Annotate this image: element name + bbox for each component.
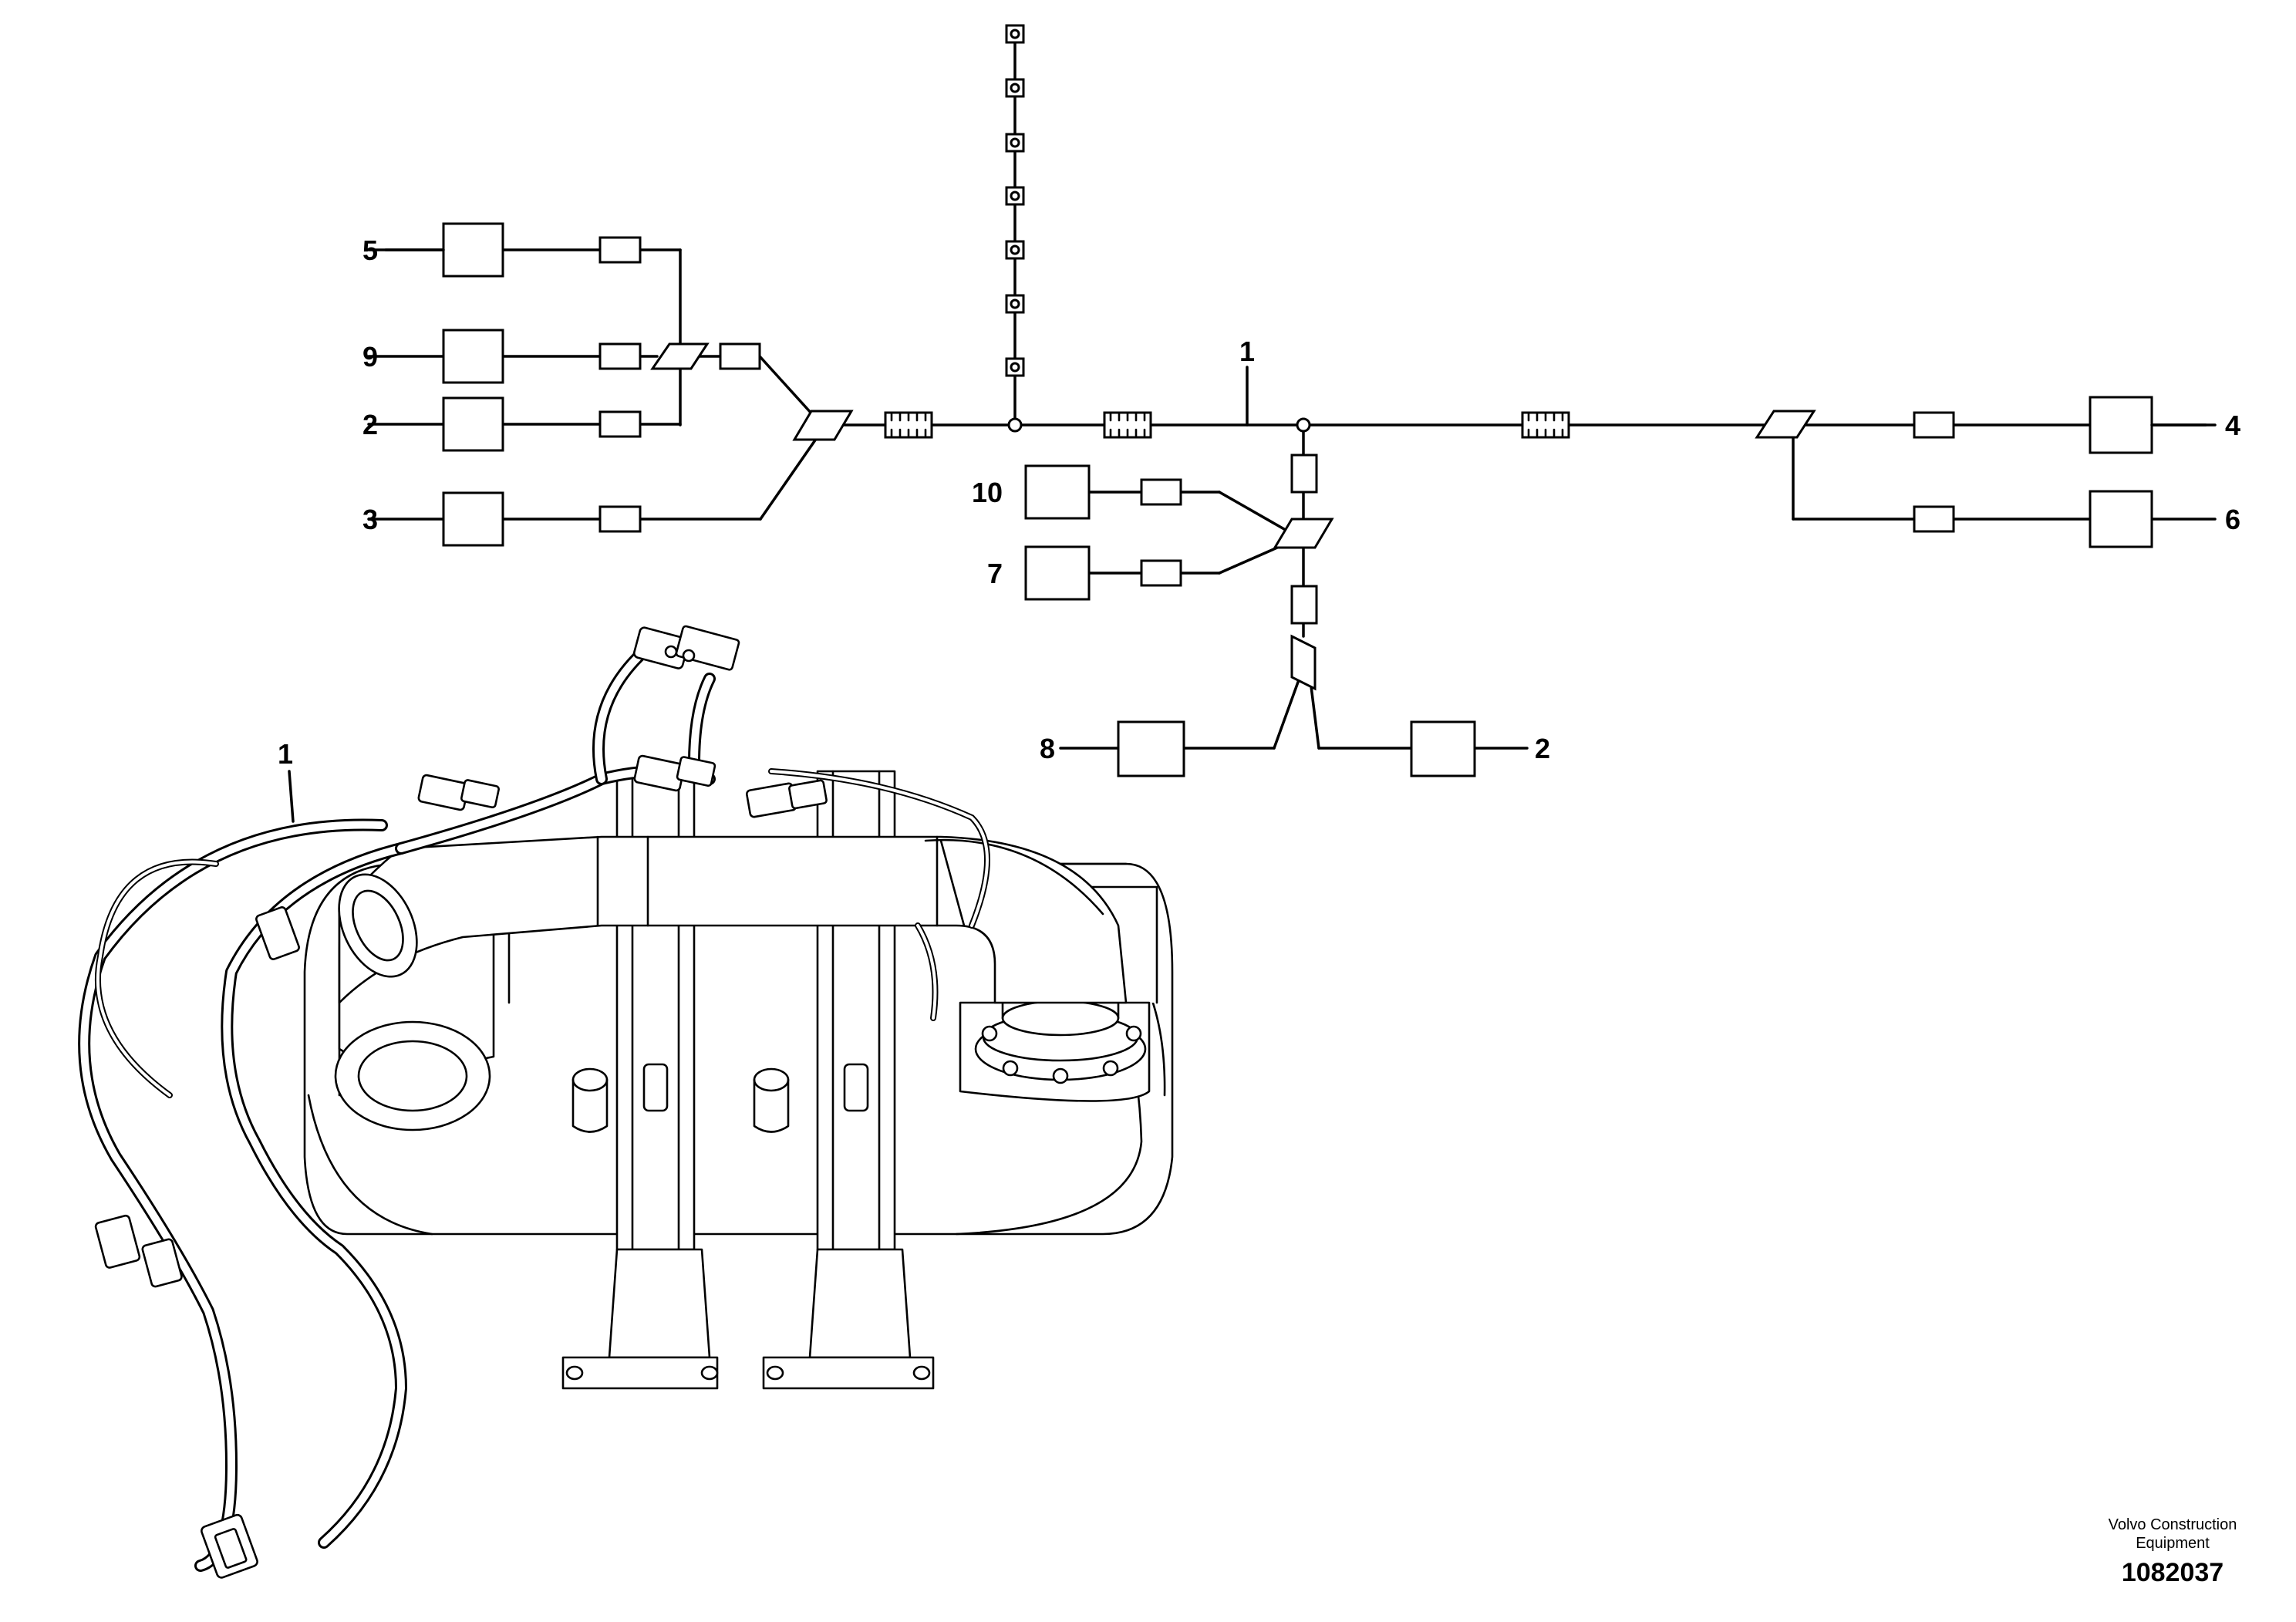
cable-clip-icon (1005, 240, 1025, 260)
corrugated-sleeve-icon (1521, 411, 1570, 439)
junction-dot (1296, 417, 1311, 433)
aftertreatment-illustration: 1 (78, 625, 1174, 1579)
callout-1-drawing: 1 (278, 738, 293, 770)
connector-box-icon (1913, 411, 1955, 439)
brand-line-1: Volvo Construction (2109, 1516, 2237, 1533)
splice-parallelogram-icon (792, 410, 854, 441)
component-box (442, 491, 504, 547)
callout-2: 2 (362, 409, 378, 440)
callout-6: 6 (2225, 504, 2240, 535)
connector-box-icon (598, 505, 642, 533)
harness-connector (417, 774, 500, 811)
component-box (442, 222, 504, 278)
connector-box-icon (1290, 585, 1318, 625)
connector-box-icon (1290, 454, 1318, 494)
junction-dot (1007, 417, 1023, 433)
harness-connector (745, 779, 828, 818)
callout-3: 3 (362, 504, 378, 535)
component-box (442, 329, 504, 384)
component-box (2089, 396, 2153, 454)
component-box (1024, 464, 1091, 520)
harness-schematic: 1 5 9 2 3 10 7 8 2 4 6 (362, 24, 2240, 777)
splice-parallelogram-icon (650, 342, 710, 370)
connector-box-icon (1140, 559, 1182, 587)
footer: Volvo Construction Equipment 1082037 (2109, 1516, 2237, 1587)
connector-box-icon (598, 236, 642, 264)
cable-clip-icon (1005, 186, 1025, 206)
splice-parallelogram-icon (1290, 634, 1317, 691)
brand-line-2: Equipment (2136, 1535, 2210, 1552)
callout-9: 9 (362, 341, 378, 373)
callout-8: 8 (1040, 733, 1055, 764)
callout-1: 1 (1239, 336, 1255, 367)
cable-clip-icon (1005, 24, 1025, 44)
callout-10: 10 (972, 477, 1003, 508)
callout-4: 4 (2225, 410, 2240, 441)
callout-7: 7 (987, 558, 1003, 589)
harness-connector (94, 1214, 183, 1288)
cable-clips (1005, 24, 1025, 377)
component-box (1117, 720, 1185, 777)
corrugated-sleeve-icon (1103, 411, 1152, 439)
cable-clip-icon (1005, 133, 1025, 153)
connector-box-icon (598, 342, 642, 370)
doc-number: 1082037 (2122, 1558, 2224, 1587)
splice-parallelogram-icon (1755, 410, 1816, 439)
component-box (442, 396, 504, 452)
connector-box-icon (719, 342, 761, 370)
component-box (1410, 720, 1476, 777)
cable-clip-icon (1005, 294, 1025, 314)
cable-clip-icon (1005, 357, 1025, 377)
component-box (1024, 545, 1091, 601)
callout-5: 5 (362, 234, 378, 266)
component-box (2089, 490, 2153, 548)
harness-connector (632, 625, 740, 671)
corrugated-sleeve-icon (884, 411, 933, 439)
cable-clip-icon (1005, 78, 1025, 98)
callout-2-bottom: 2 (1535, 733, 1550, 764)
splice-parallelogram-icon (1273, 518, 1334, 549)
harness-connector (633, 754, 716, 792)
harness-connector (201, 1513, 258, 1579)
harness-connector (255, 906, 300, 960)
connector-box-icon (1140, 478, 1182, 506)
connector-box-icon (1913, 505, 1955, 533)
connector-box-icon (598, 410, 642, 438)
